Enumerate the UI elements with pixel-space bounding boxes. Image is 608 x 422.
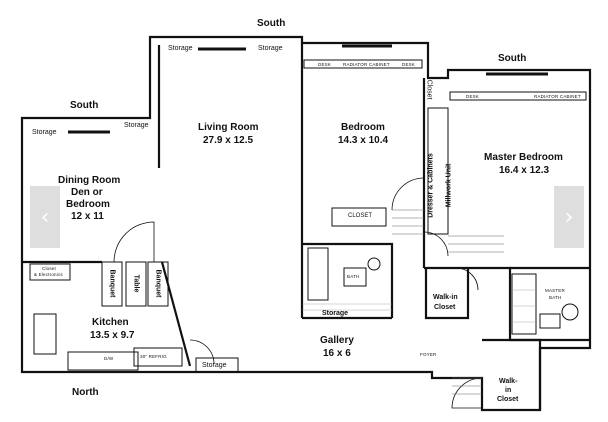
room-bedroom-name: Bedroom [341,122,385,133]
walkin-closet-label-1: Walk-in [433,294,458,301]
table-label: Table [132,274,140,293]
foyer-label: FOYER [420,352,437,357]
storage-label: Storage [322,310,349,317]
wall-walkin2 [482,338,542,410]
compass-south-right: South [498,53,527,64]
chevron-left-icon: ‹ [40,204,50,230]
room-master-size: 16.4 x 12.3 [499,165,550,176]
room-gallery-size: 16 x 6 [323,348,351,359]
closet-electronics-label-1: Closet [42,266,56,271]
radiator-cabinet-label: RADIATOR CABINET [343,62,390,67]
room-kitchen-name: Kitchen [92,317,129,328]
master-bath-label-1: MASTER [545,288,565,293]
bath-label: BATH [347,274,360,279]
wall-kitchen-right [160,261,192,367]
storage-label: Storage [32,129,57,136]
desk-label: DESK [402,62,416,67]
room-dining-size: 12 x 11 [71,211,104,222]
wall-walkin [424,268,470,320]
desk-label: DESK [318,62,332,67]
radiator-cabinet-label: RADIATOR CABINET [534,94,581,99]
chevron-right-icon: › [564,204,574,230]
room-kitchen-size: 13.5 x 9.7 [90,330,135,341]
prev-image-button[interactable]: ‹ [30,186,60,248]
room-dining-line1: Dining Room [58,175,121,186]
banquet-label: Banquet [154,269,162,298]
compass-south-left: South [70,100,99,111]
room-living-name: Living Room [198,122,259,133]
desk-label: DESK [466,94,480,99]
dresser-label: Dresser & Cabinets [427,153,435,218]
storage-label: Storage [124,122,149,129]
storage-label: Storage [202,362,227,369]
master-closet-label: Closet [425,79,433,100]
wall-oven-label: 30" REFRIG [140,354,167,359]
room-dining-line2: Den or [71,187,103,198]
room-gallery-name: Gallery [320,335,354,346]
storage-label: Storage [168,45,193,52]
room-dining-line3: Bedroom [66,199,110,210]
room-master-name: Master Bedroom [484,152,563,163]
walk-in-closet-label-1: Walk- [499,378,518,385]
compass-south-top: South [257,18,286,29]
walk-in-closet-label-2: in [505,387,512,394]
wall-bath [302,242,394,318]
master-bath-label-2: BATH [549,295,562,300]
millwork-label: Millwork Unit [445,163,453,208]
compass-north: North [72,387,99,398]
room-bedroom-size: 14.3 x 10.4 [338,135,389,146]
room-living-size: 27.9 x 12.5 [203,135,254,146]
closet-electronics-label-2: & Electronics [34,272,63,277]
walkin-closet-label-2: Closet [434,304,456,311]
walk-in-closet-label-3: Closet [497,396,519,403]
exterior-wall [20,35,592,412]
bedroom-closet-label: CLOSET [348,213,373,219]
dw-label: D/W [104,356,114,361]
storage-label: Storage [258,45,283,52]
next-image-button[interactable]: › [554,186,584,248]
banquet-label: Banquet [108,269,116,298]
